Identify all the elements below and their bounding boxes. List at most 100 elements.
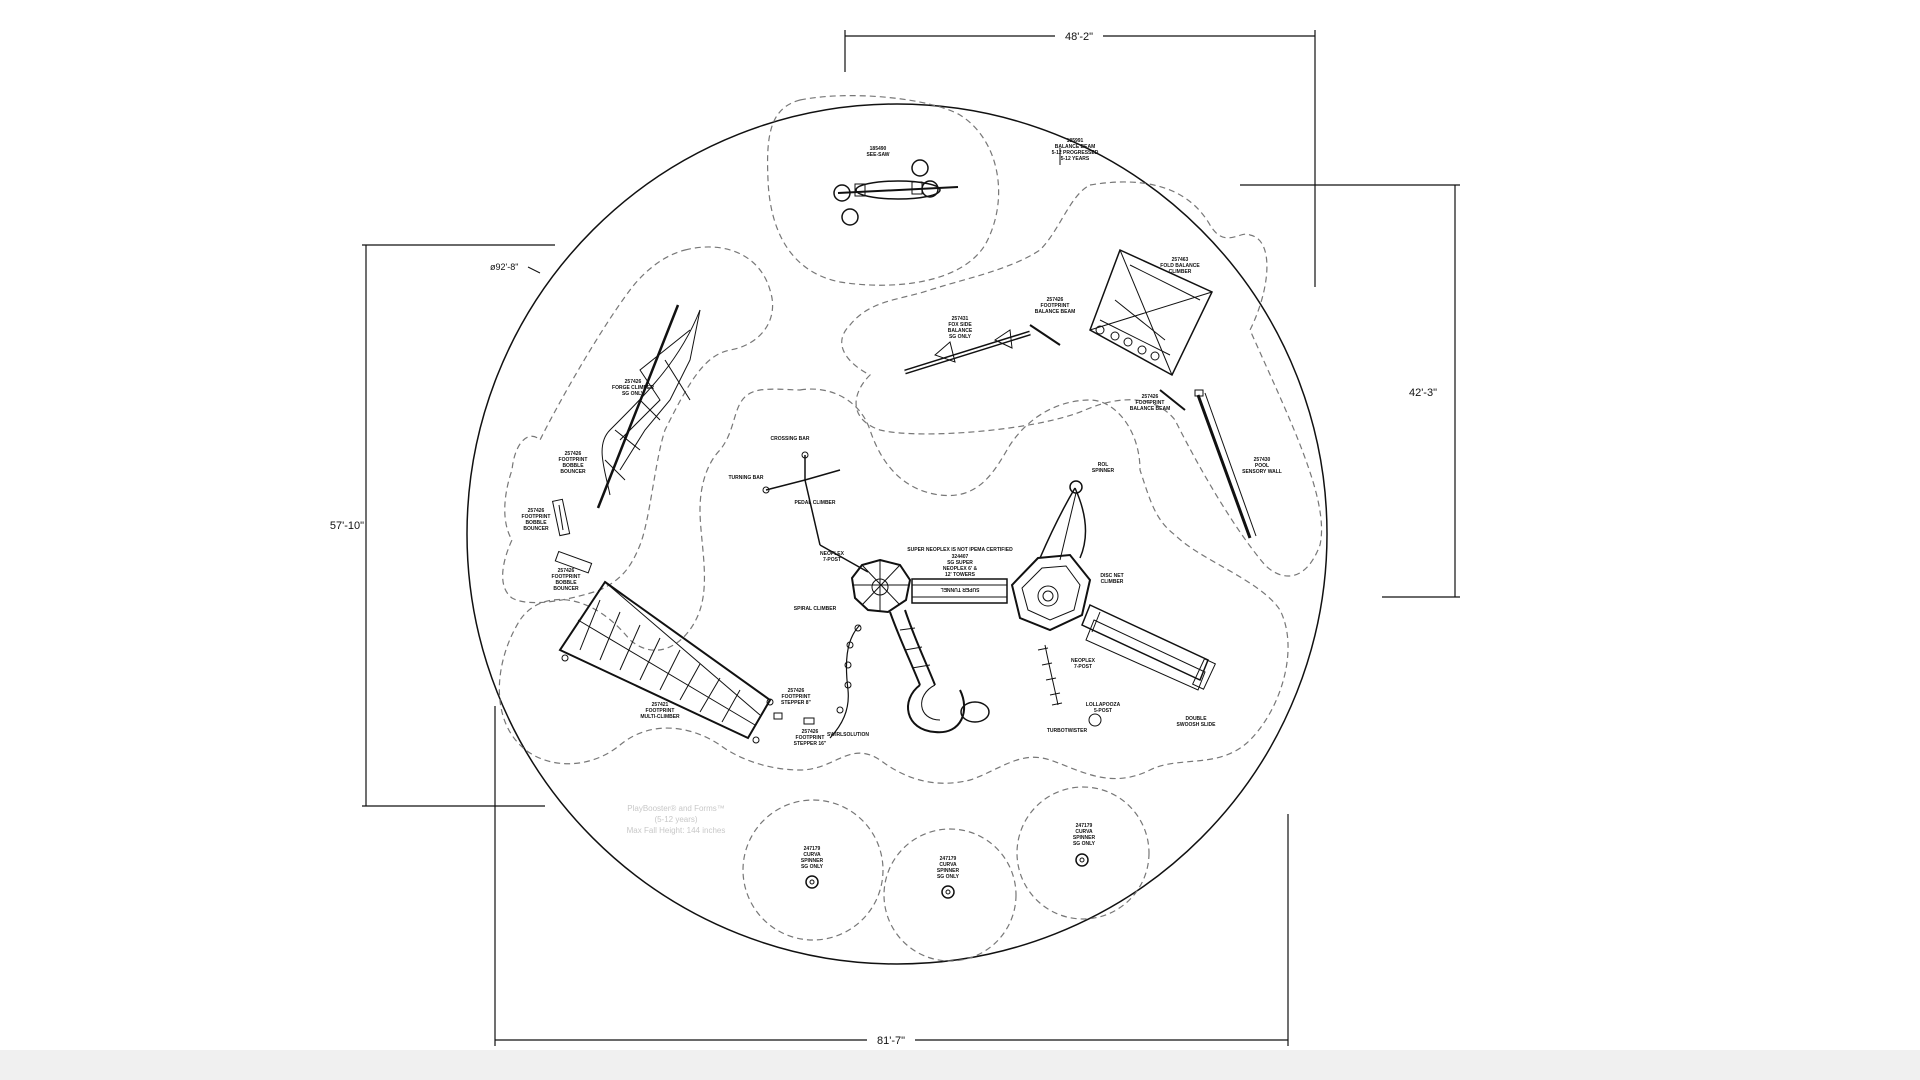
balance-beam-b-label-1: 257431 [952, 316, 969, 322]
curva2-label-1: 247179 [940, 856, 957, 862]
stepper-a [773, 712, 783, 720]
stepper-a-label-3: STEPPER 8" [781, 700, 812, 706]
swoosh-label-2: SWOOSH SLIDE [1177, 722, 1217, 728]
curva-spinner-2 [941, 885, 955, 899]
bottom-bar [0, 1050, 1920, 1080]
curva-spinner-1 [805, 875, 819, 889]
multi-climber [558, 580, 774, 744]
footprint-beam-a-label-3: BALANCE BEAM [1035, 309, 1076, 315]
pedal-climber-label: PEDAL CLIMBER [794, 500, 835, 506]
seesaw-label-1: 185490 [870, 146, 887, 152]
bridge-label-4: 12' TOWERS [945, 572, 976, 578]
dimension-diameter: ø92'-8" [490, 262, 541, 274]
disc-net-label-1: DISC NET [1100, 573, 1123, 579]
spiral-climber [829, 624, 862, 739]
neoplex-tower-right [1010, 553, 1092, 632]
pool-wall-label-3: SENSORY WALL [1242, 469, 1282, 475]
bobble-b-label-3: BOBBLE [525, 520, 547, 526]
forge-label-1: 257426 [625, 379, 642, 385]
stepper-b-label-3: STEPPER 16" [794, 741, 827, 747]
curva3-label-1: 247179 [1076, 823, 1093, 829]
curva-spinner-3 [1075, 853, 1089, 867]
bobble-a-label-1: 257426 [565, 451, 582, 457]
zone-spinner-1 [742, 799, 884, 941]
dimension-bottom-label: 81'-7" [877, 1035, 905, 1047]
pool-wall-label-1: 257430 [1254, 457, 1271, 463]
curva2-label-2: CURVA [939, 862, 957, 868]
bobble-a-label-3: BOBBLE [562, 463, 584, 469]
multi-climber-label-1: 257421 [652, 702, 669, 708]
curva3-label-3: SPINNER [1073, 835, 1096, 841]
bobble-a-label-4: BOUNCER [560, 469, 586, 475]
curva3-label-2: CURVA [1075, 829, 1093, 835]
forge-label-2: FORGE CLIMBER [612, 385, 654, 391]
curva1-label-1: 247179 [804, 846, 821, 852]
seesaw-equipment [833, 159, 959, 226]
roll-spinner-label-1: ROL [1098, 462, 1109, 468]
neoplex-b-label-1: NEOPLEX [1071, 658, 1096, 664]
zone-seesaw [767, 95, 1000, 286]
dimension-bottom: 81'-7" [494, 706, 1289, 1047]
zone-forge [502, 246, 774, 604]
swirlsolution-label: SWIRLSOLUTION [827, 732, 869, 738]
pool-wall-label-2: POOL [1255, 463, 1269, 469]
balance-note-4: 5-12 YEARS [1061, 156, 1090, 162]
footprint-beam-a-label-1: 257426 [1047, 297, 1064, 303]
bobble-bouncer-c [554, 550, 593, 574]
turbotwister-label: TURBOTWISTER [1047, 728, 1088, 734]
curva2-label-4: SG ONLY [937, 874, 960, 880]
balance-note-1: 185991 [1067, 138, 1084, 144]
diameter-label: ø92'-8" [490, 262, 518, 272]
bobble-b-label-1: 257426 [528, 508, 545, 514]
neoplex-a-label-1: NEOPLEX [820, 551, 845, 557]
stepper-a-label-2: FOOTPRINT [782, 694, 811, 700]
neoplex-a-label-2: 7-POST [823, 557, 841, 563]
bridge: SUPER TUNNEL [911, 578, 1008, 604]
bobble-c-label-4: BOUNCER [553, 586, 579, 592]
disc-net-label-2: CLIMBER [1101, 579, 1124, 585]
curva2-label-3: SPINNER [937, 868, 960, 874]
roll-spinner-label-2: SPINNER [1092, 468, 1115, 474]
balance-beam-b-label-4: SG ONLY [949, 334, 972, 340]
curva3-label-4: SG ONLY [1073, 841, 1096, 847]
site-plan-drawing: 48'-2" 42'-3" 57'-10" 81'-7" ø92'-8" [330, 28, 1460, 1047]
footprint-beam-c-label-3: BALANCE BEAM [1130, 406, 1171, 412]
disc-net-climber [1039, 480, 1087, 561]
multi-climber-label-3: MULTI-CLIMBER [640, 714, 680, 720]
brand-line-3: Max Fall Height: 144 inches [627, 826, 726, 835]
bobble-b-label-4: BOUNCER [523, 526, 549, 532]
bridge-label-3: NEOPLEX 6' & [943, 566, 978, 572]
curva1-label-4: SG ONLY [801, 864, 824, 870]
zone-spinner-2 [883, 828, 1017, 962]
curva1-label-3: SPINNER [801, 858, 824, 864]
fold-climber-label-3: CLIMBER [1169, 269, 1192, 275]
bobble-bouncer-b [551, 498, 571, 537]
lolla-label-1: LOLLAPOOZA [1086, 702, 1121, 708]
dimension-right: 42'-3" [1240, 184, 1460, 598]
curva1-label-2: CURVA [803, 852, 821, 858]
dimension-top-label: 48'-2" [1065, 31, 1093, 43]
balance-note-3: 5-12 PROGRESSED [1052, 150, 1099, 156]
brand-line-2: (5-12 years) [654, 815, 697, 824]
lollapalooza [1037, 644, 1063, 706]
footprint-beam-a-label-2: FOOTPRINT [1041, 303, 1070, 309]
seesaw-label-2: SEE-SAW [866, 152, 889, 158]
stepper-b-label-2: FOOTPRINT [796, 735, 825, 741]
stepper-b [803, 717, 815, 725]
stepper-b-label-1: 257426 [802, 729, 819, 735]
swoosh-label-1: DOUBLE [1185, 716, 1207, 722]
dimension-right-label: 42'-3" [1409, 387, 1437, 399]
turbotwister [1088, 713, 1102, 727]
balance-beam [904, 324, 1061, 375]
bridge-label-2: SG SUPER [947, 560, 973, 566]
fold-climber-label-1: 257463 [1172, 257, 1189, 263]
neoplex-tower-left [850, 558, 912, 614]
bobble-a-label-2: FOOTPRINT [559, 457, 588, 463]
spiral-climber-label: SPIRAL CLIMBER [794, 606, 837, 612]
lolla-label-2: 5-POST [1094, 708, 1112, 714]
spiral-slide [889, 609, 990, 734]
bobble-c-label-2: FOOTPRINT [552, 574, 581, 580]
zone-central [498, 388, 1289, 784]
brand-line-1: PlayBooster® and Forms™ [627, 804, 724, 813]
